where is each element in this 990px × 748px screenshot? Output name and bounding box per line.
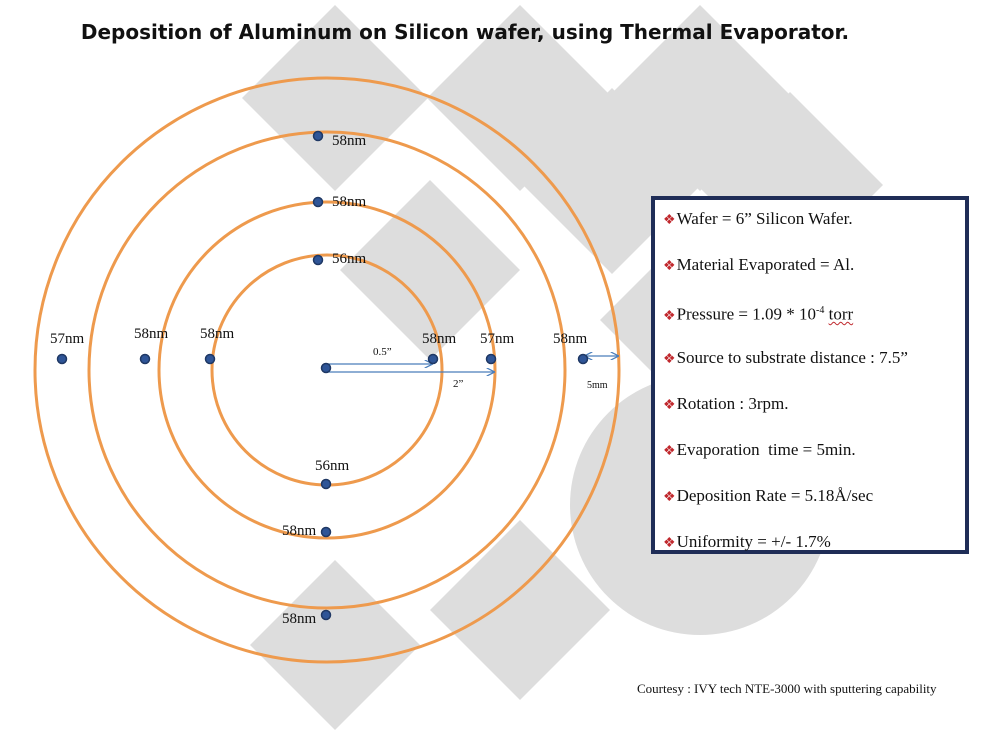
background-diamond (430, 520, 610, 700)
spec-distance: ❖Source to substrate distance : 7.5” (663, 345, 957, 391)
diamond-bullet-icon: ❖ (663, 397, 676, 413)
spec-rotation: ❖Rotation : 3rpm. (663, 391, 957, 437)
spec-text: Wafer = 6” Silicon Wafer. (676, 209, 853, 228)
diamond-bullet-icon: ❖ (663, 259, 676, 275)
measurement-point (139, 353, 151, 365)
measurement-label: 58nm (422, 331, 457, 347)
measurement-label: 57nm (480, 331, 515, 347)
courtesy-note: Courtesy : IVY tech NTE-3000 with sputte… (637, 681, 937, 696)
measurement-label: 56nm (315, 458, 350, 474)
spec-pressure: ❖Pressure = 1.09 * 10-4 torr (663, 298, 957, 344)
dimension-arrows (327, 356, 618, 372)
diamond-bullet-icon: ❖ (663, 309, 676, 325)
measurement-point (320, 609, 332, 621)
measurement-point (312, 196, 324, 208)
measurement-point (577, 353, 589, 365)
diamond-bullet-icon: ❖ (663, 536, 676, 552)
spec-text: Pressure = 1.09 * 10 (676, 305, 816, 325)
diamond-bullet-icon: ❖ (663, 351, 676, 367)
measurement-label: 58nm (282, 611, 317, 627)
diamond-bullet-icon: ❖ (663, 490, 676, 506)
measurement-point (312, 130, 324, 142)
measurement-label: 57nm (50, 331, 85, 347)
diamond-bullet-icon: ❖ (663, 443, 676, 459)
ring-3 (87, 130, 567, 610)
measurement-label: 58nm (282, 523, 317, 539)
ring-2 (157, 200, 497, 540)
background-diamond (250, 560, 420, 730)
measurement-point (427, 353, 439, 365)
measurement-label: 56nm (332, 251, 367, 267)
spec-text: Material Evaporated = Al. (676, 255, 855, 275)
measurement-label: 58nm (200, 326, 235, 342)
parameters-box: ❖Wafer = 6” Silicon Wafer. ❖Material Eva… (651, 196, 969, 554)
measurement-point (320, 478, 332, 490)
measurement-point (56, 353, 68, 365)
spec-text: Deposition Rate = 5.18Å/sec (676, 486, 874, 506)
pressure-unit: torr (828, 305, 854, 325)
spec-deposition-rate: ❖Deposition Rate = 5.18Å/sec (663, 483, 957, 529)
spec-text: Uniformity = +/- 1.7% (676, 532, 831, 552)
background-diamond (340, 180, 520, 360)
inner-radius-label: 0.5” (373, 346, 392, 358)
measurement-point (204, 353, 216, 365)
measurement-label: 58nm (553, 331, 588, 347)
spec-evaporation-time: ❖Evaporation time = 5min. (663, 437, 957, 483)
measurement-point (485, 353, 497, 365)
outer-wafer-ring (33, 76, 621, 664)
measurement-point (312, 254, 324, 266)
measurement-label: 58nm (332, 194, 367, 210)
measurement-labels: 58nm 58nm 56nm 57nm 58nm 58nm 58nm 57nm … (50, 133, 588, 627)
outer-radius-label: 2” (453, 378, 464, 390)
center-point (320, 362, 332, 374)
edge-gap-label: 5mm (587, 380, 608, 391)
spec-wafer: ❖Wafer = 6” Silicon Wafer. (663, 206, 957, 252)
measurement-label: 58nm (332, 133, 367, 149)
spec-uniformity: ❖Uniformity = +/- 1.7% (663, 529, 957, 575)
page-title: Deposition of Aluminum on Silicon wafer,… (80, 20, 850, 44)
spec-text: Rotation : 3rpm. (676, 393, 789, 413)
measurement-point (320, 526, 332, 538)
measurement-label: 58nm (134, 326, 169, 342)
spec-text: Source to substrate distance : 7.5” (676, 347, 908, 367)
spec-material: ❖Material Evaporated = Al. (663, 252, 957, 298)
measurement-points (56, 130, 589, 621)
diamond-bullet-icon: ❖ (663, 213, 676, 228)
background-diamond (242, 5, 428, 191)
pressure-exponent: -4 (816, 305, 825, 317)
spec-text: Evaporation time = 5min. (676, 439, 856, 459)
